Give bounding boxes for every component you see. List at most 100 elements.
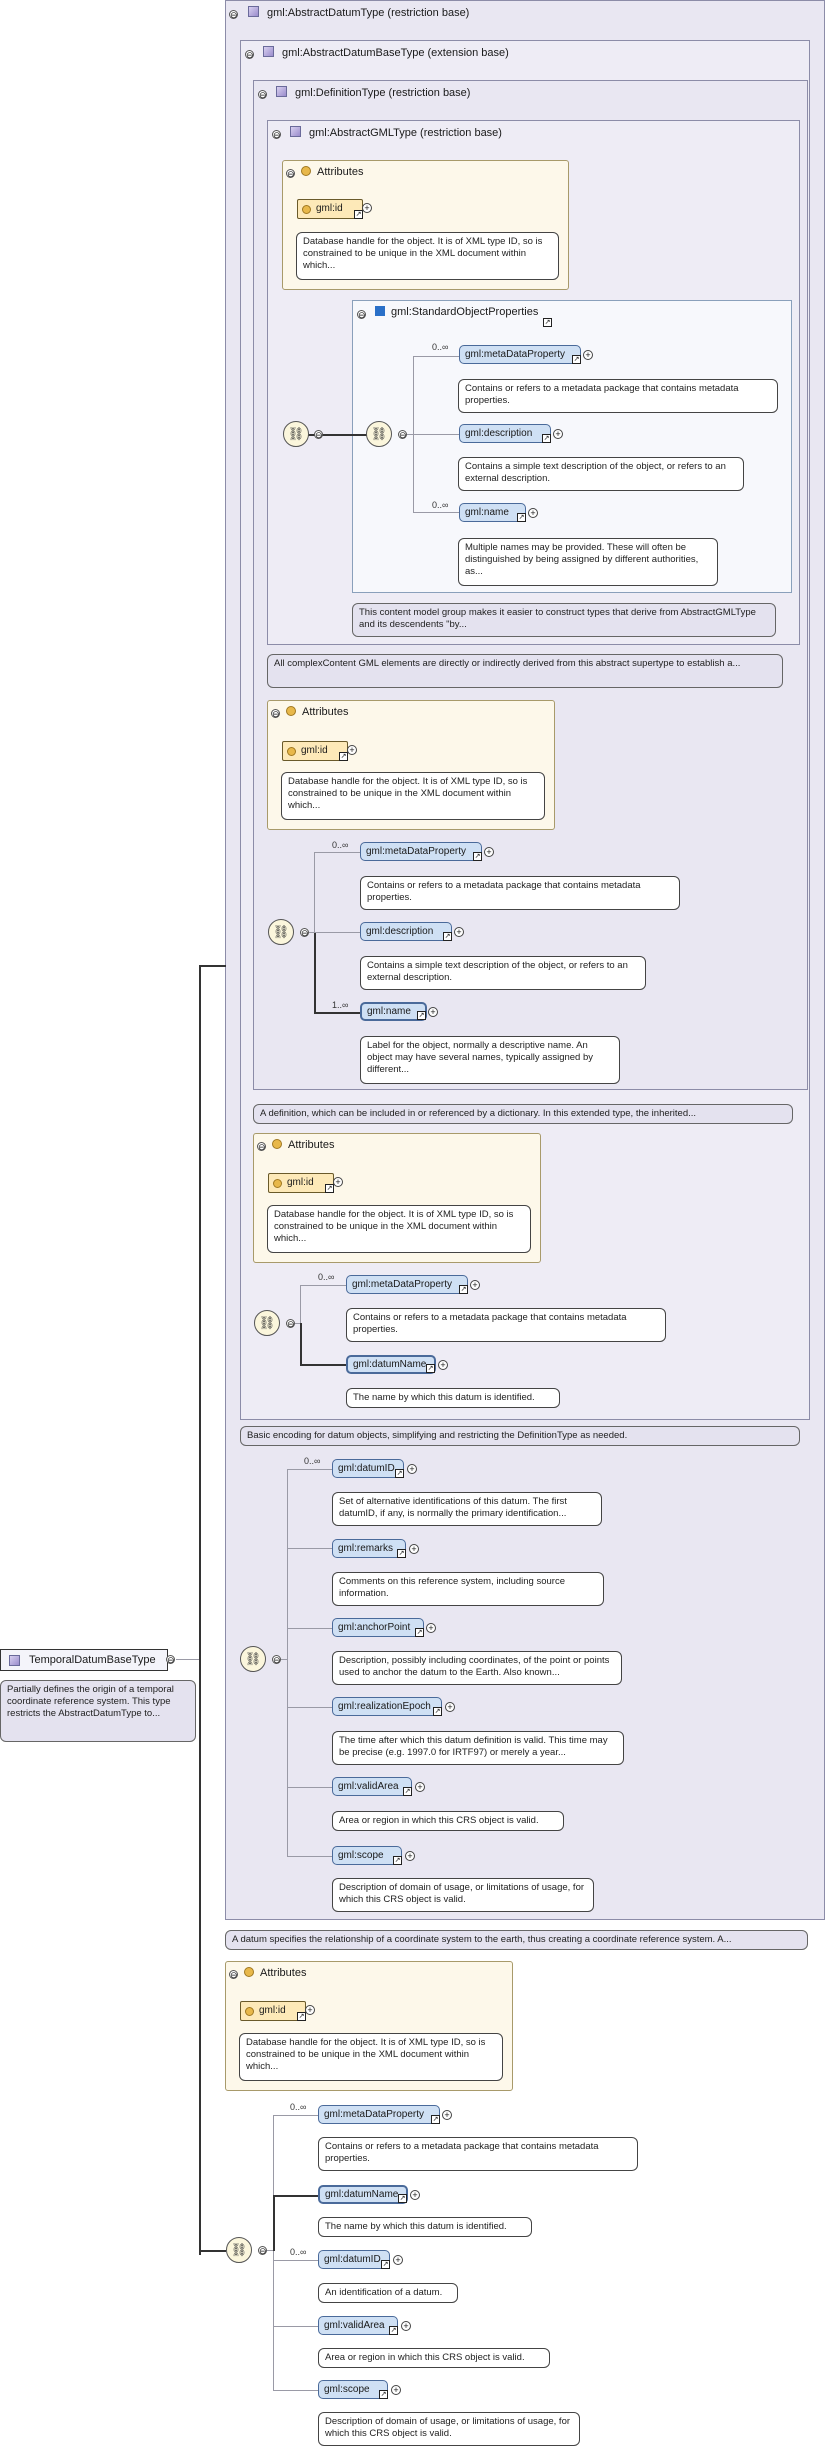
connector-line bbox=[314, 932, 316, 1012]
documentation-note: Database handle for the object. It is of… bbox=[296, 232, 559, 280]
ref-arrow-icon: ↗ bbox=[426, 1364, 435, 1373]
collapse-toggle-icon[interactable]: ⊖ bbox=[286, 169, 295, 179]
ref-arrow-icon: ↗ bbox=[393, 1856, 402, 1865]
documentation-note: This content model group makes it easier… bbox=[352, 603, 776, 637]
attribute-icon bbox=[301, 166, 311, 176]
collapse-toggle-icon[interactable]: ⊖ bbox=[229, 1970, 238, 1980]
expand-plus-icon[interactable]: + bbox=[426, 1623, 436, 1633]
expand-plus-icon[interactable]: + bbox=[415, 1782, 425, 1792]
element-description[interactable]: gml:description↗ bbox=[360, 922, 452, 941]
element-datumid[interactable]: gml:datumID↗ bbox=[332, 1459, 404, 1478]
attribute-icon bbox=[244, 1967, 254, 1977]
connector-line bbox=[273, 2115, 274, 2390]
documentation-note: Set of alternative identifications of th… bbox=[332, 1492, 602, 1526]
attribute-gml-id[interactable]: gml:id↗ bbox=[268, 1173, 334, 1193]
element-metadataproperty[interactable]: gml:metaDataProperty↗ bbox=[318, 2105, 440, 2124]
collapse-toggle-icon[interactable]: ⊖ bbox=[272, 1655, 281, 1665]
element-datumname[interactable]: gml:datumName↗ bbox=[318, 2185, 408, 2204]
expand-plus-icon[interactable]: + bbox=[583, 350, 593, 360]
element-validarea[interactable]: gml:validArea↗ bbox=[318, 2316, 398, 2335]
documentation-note: Contains a simple text description of th… bbox=[458, 457, 744, 491]
collapse-toggle-icon[interactable]: ⊖ bbox=[357, 310, 366, 320]
element-validarea[interactable]: gml:validArea↗ bbox=[332, 1777, 412, 1796]
expand-plus-icon[interactable]: + bbox=[393, 2255, 403, 2265]
ref-arrow-icon: ↗ bbox=[325, 1184, 334, 1193]
expand-plus-icon[interactable]: + bbox=[333, 1177, 343, 1187]
connector-line bbox=[295, 1323, 300, 1324]
cardinality-label: 0..∞ bbox=[318, 1272, 335, 1282]
expand-plus-icon[interactable]: + bbox=[305, 2005, 315, 2015]
expand-plus-icon[interactable]: + bbox=[409, 1544, 419, 1554]
expand-plus-icon[interactable]: + bbox=[553, 429, 563, 439]
expand-plus-icon[interactable]: + bbox=[428, 1007, 438, 1017]
attribute-gml-id[interactable]: gml:id↗ bbox=[240, 2001, 306, 2021]
sequence-icon: ⛓ bbox=[240, 1646, 266, 1672]
connector-line bbox=[413, 356, 459, 357]
attributes-title: Attributes bbox=[301, 166, 363, 178]
sequence-icon: ⛓ bbox=[226, 2237, 252, 2263]
connector-line bbox=[199, 2250, 226, 2252]
cardinality-label: 1..∞ bbox=[332, 1000, 349, 1010]
element-description[interactable]: gml:description↗ bbox=[459, 424, 551, 443]
element-scope[interactable]: gml:scope↗ bbox=[332, 1846, 402, 1865]
documentation-note: All complexContent GML elements are dire… bbox=[267, 654, 783, 688]
element-metadataproperty[interactable]: gml:metaDataProperty↗ bbox=[360, 842, 482, 861]
collapse-toggle-icon[interactable]: ⊖ bbox=[271, 709, 280, 719]
expand-plus-icon[interactable]: + bbox=[362, 203, 372, 213]
element-datumname[interactable]: gml:datumName↗ bbox=[346, 1355, 436, 1374]
expand-plus-icon[interactable]: + bbox=[454, 927, 464, 937]
ref-arrow-icon: ↗ bbox=[417, 1011, 426, 1020]
expand-plus-icon[interactable]: + bbox=[484, 847, 494, 857]
connector-line bbox=[314, 932, 360, 933]
expand-plus-icon[interactable]: + bbox=[442, 2110, 452, 2120]
cardinality-label: 0..∞ bbox=[304, 1456, 321, 1466]
collapse-toggle-icon[interactable]: ⊖ bbox=[258, 90, 267, 100]
element-anchorpoint[interactable]: gml:anchorPoint↗ bbox=[332, 1618, 424, 1637]
element-realizationepoch[interactable]: gml:realizationEpoch↗ bbox=[332, 1697, 442, 1716]
collapse-toggle-icon[interactable]: ⊖ bbox=[258, 2246, 267, 2256]
collapse-toggle-icon[interactable]: ⊖ bbox=[398, 430, 407, 440]
attributes-title: Attributes bbox=[244, 1967, 306, 1979]
collapse-toggle-icon[interactable]: ⊖ bbox=[257, 1142, 266, 1152]
collapse-toggle-icon[interactable]: ⊖ bbox=[272, 130, 281, 140]
collapse-toggle-icon[interactable]: ⊖ bbox=[300, 928, 309, 938]
attribute-gml-id[interactable]: gml:id↗ bbox=[297, 199, 363, 219]
expand-plus-icon[interactable]: + bbox=[445, 1702, 455, 1712]
element-remarks[interactable]: gml:remarks↗ bbox=[332, 1539, 406, 1558]
element-scope[interactable]: gml:scope↗ bbox=[318, 2380, 388, 2399]
documentation-note: Area or region in which this CRS object … bbox=[332, 1811, 564, 1831]
expand-plus-icon[interactable]: + bbox=[405, 1851, 415, 1861]
expand-plus-icon[interactable]: + bbox=[401, 2321, 411, 2331]
connector-line bbox=[273, 2326, 318, 2327]
documentation-note: Basic encoding for datum objects, simpli… bbox=[240, 1426, 800, 1446]
documentation-note: Database handle for the object. It is of… bbox=[281, 772, 545, 820]
collapse-toggle-icon[interactable]: ⊖ bbox=[245, 50, 254, 60]
expand-plus-icon[interactable]: + bbox=[470, 1280, 480, 1290]
element-metadataproperty[interactable]: gml:metaDataProperty↗ bbox=[346, 1275, 468, 1294]
element-name[interactable]: gml:name↗ bbox=[459, 503, 526, 522]
collapse-toggle-icon[interactable]: ⊖ bbox=[286, 1319, 295, 1329]
complex-type-icon bbox=[263, 46, 274, 57]
attribute-gml-id[interactable]: gml:id↗ bbox=[282, 741, 348, 761]
documentation-note: Multiple names may be provided. These wi… bbox=[458, 538, 718, 586]
expand-plus-icon[interactable]: + bbox=[347, 745, 357, 755]
expand-plus-icon[interactable]: + bbox=[410, 2190, 420, 2200]
collapse-toggle-icon[interactable]: ⊖ bbox=[166, 1655, 175, 1665]
cardinality-label: 0..∞ bbox=[432, 342, 449, 352]
element-name[interactable]: gml:name↗ bbox=[360, 1002, 427, 1021]
connector-line bbox=[287, 1469, 288, 1856]
ref-arrow-icon: ↗ bbox=[433, 1707, 442, 1716]
expand-plus-icon[interactable]: + bbox=[391, 2385, 401, 2395]
element-datumid[interactable]: gml:datumID↗ bbox=[318, 2250, 390, 2269]
ref-arrow-icon: ↗ bbox=[459, 1285, 468, 1294]
collapse-toggle-icon[interactable]: ⊖ bbox=[314, 430, 323, 440]
documentation-note: The time after which this datum definiti… bbox=[332, 1731, 624, 1765]
expand-plus-icon[interactable]: + bbox=[438, 1360, 448, 1370]
expand-plus-icon[interactable]: + bbox=[528, 508, 538, 518]
ref-arrow-icon: ↗ bbox=[297, 2012, 306, 2021]
documentation-note: Database handle for the object. It is of… bbox=[239, 2033, 503, 2081]
root-type-temporaldatumbasetype[interactable]: TemporalDatumBaseType bbox=[0, 1649, 168, 1671]
expand-plus-icon[interactable]: + bbox=[407, 1464, 417, 1474]
collapse-toggle-icon[interactable]: ⊖ bbox=[229, 10, 238, 20]
element-metadataproperty[interactable]: gml:metaDataProperty↗ bbox=[459, 345, 581, 364]
